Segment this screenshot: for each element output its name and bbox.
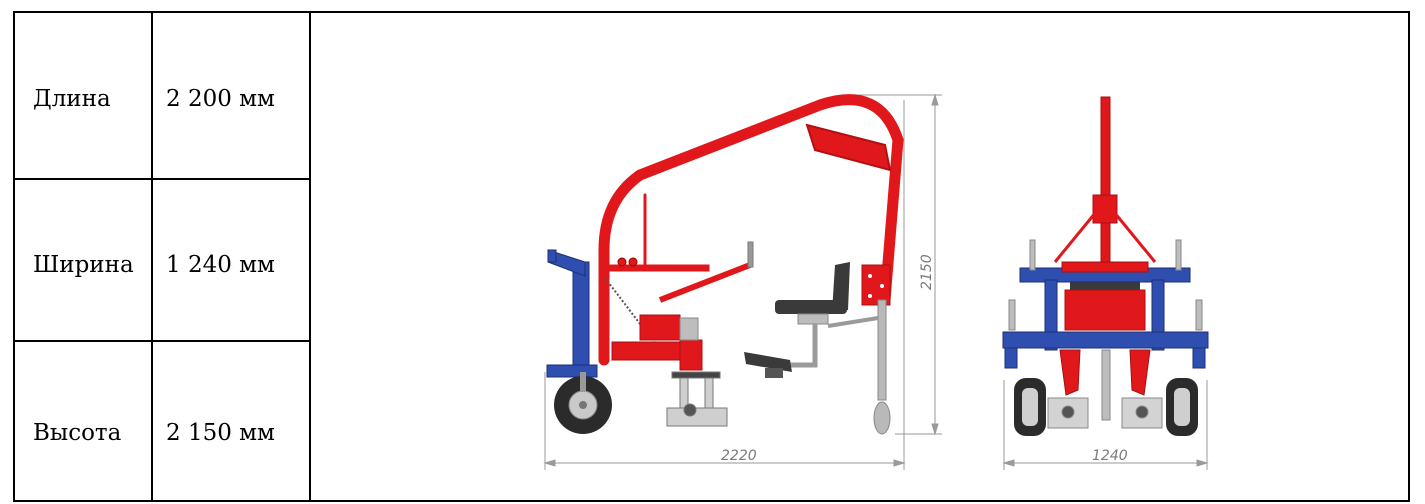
row-divider <box>13 340 311 342</box>
spec-label-width: Ширина <box>33 252 134 278</box>
spec-value-length: 2 200 мм <box>166 86 275 112</box>
table-frame <box>13 11 1410 502</box>
spec-value-width: 1 240 мм <box>166 252 275 278</box>
spec-label-length: Длина <box>33 86 111 112</box>
column-divider <box>151 11 153 502</box>
spec-value-height: 2 150 мм <box>166 420 275 446</box>
spec-label-height: Высота <box>33 420 122 446</box>
row-divider <box>13 178 311 180</box>
column-divider <box>309 11 311 502</box>
